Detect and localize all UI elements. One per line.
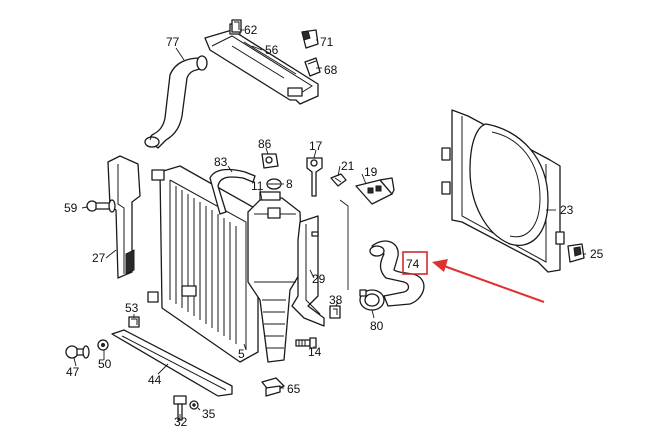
washer-50 (97, 339, 109, 351)
clip-62 (231, 19, 242, 33)
callout-56: 56 (265, 43, 279, 57)
callout-53: 53 (125, 301, 139, 315)
leader-lines (73, 29, 586, 420)
callout-77: 77 (166, 35, 180, 49)
clip-25 (567, 243, 585, 263)
callout-50: 50 (98, 357, 112, 371)
highlighted-part-74: 74 (402, 251, 428, 275)
callout-68: 68 (324, 63, 338, 77)
rubber-mount-68 (304, 57, 321, 77)
callout-21: 21 (341, 159, 355, 173)
callout-32: 32 (174, 415, 188, 429)
callout-86: 86 (258, 137, 272, 151)
callout-11: 11 (251, 179, 264, 193)
callout-35: 35 (202, 407, 216, 421)
bolt-32 (173, 395, 187, 421)
hose-clamp-80 (359, 289, 385, 311)
clip-38 (329, 305, 341, 319)
callout-23: 23 (560, 203, 574, 217)
upper-radiator-hose (144, 55, 208, 149)
rubber-mount-65 (261, 377, 285, 397)
callout-47: 47 (66, 365, 80, 379)
callout-62: 62 (244, 23, 258, 37)
expansion-tank (247, 191, 303, 363)
nut-21 (330, 173, 347, 187)
callout-59: 59 (64, 201, 78, 215)
callout-labels: 77 62 56 71 68 86 17 83 21 11 8 19 59 27… (64, 23, 604, 429)
bolt-47 (65, 345, 90, 359)
washer-35 (189, 400, 199, 410)
upper-radiator-support (204, 23, 319, 105)
callout-25: 25 (590, 247, 604, 261)
hose-83 (209, 168, 256, 215)
radiator (147, 165, 259, 363)
bolt-59 (86, 199, 116, 213)
callout-8: 8 (286, 177, 293, 191)
callout-83: 83 (214, 155, 228, 169)
arrow-shaft (443, 265, 545, 303)
callout-29: 29 (312, 272, 326, 286)
drain-plug-14 (295, 337, 317, 349)
air-guide-44 (111, 329, 233, 397)
callout-74: 74 (406, 257, 420, 271)
bracket-29 (291, 215, 325, 327)
callout-19: 19 (364, 165, 378, 179)
callout-38: 38 (329, 293, 343, 307)
callout-17: 17 (309, 139, 323, 153)
pointer-arrow (432, 259, 545, 303)
callout-27: 27 (92, 251, 106, 265)
clamp-8 (266, 178, 282, 190)
clip-53 (128, 316, 140, 328)
callout-5: 5 (238, 347, 245, 361)
arrow-head (432, 259, 448, 272)
callout-80: 80 (370, 319, 384, 333)
connector-19 (355, 177, 395, 205)
highlight-box (402, 251, 428, 275)
callout-14: 14 (308, 345, 322, 359)
callout-44: 44 (148, 373, 162, 387)
left-air-duct (107, 155, 141, 279)
fan-shroud (441, 109, 565, 273)
cap-86 (261, 153, 279, 169)
callout-65: 65 (287, 382, 301, 396)
clip-71 (301, 29, 319, 49)
sensor-17 (306, 157, 323, 197)
hose-74 (369, 240, 425, 307)
callout-71: 71 (320, 35, 334, 49)
